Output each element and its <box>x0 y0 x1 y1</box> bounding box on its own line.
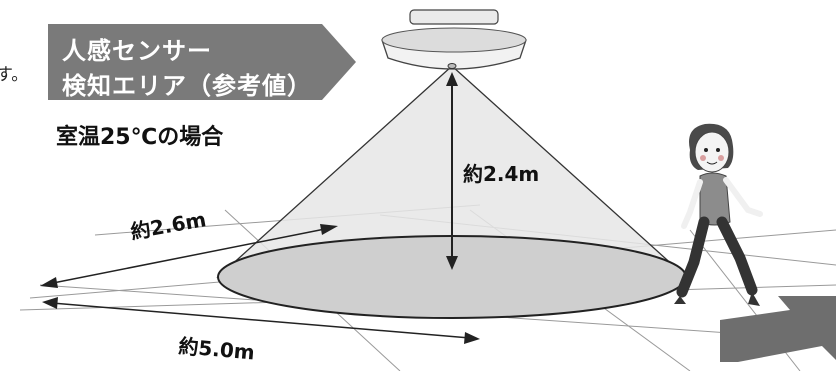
condition-label: 室温25℃の場合 <box>56 125 224 150</box>
person-walking-icon <box>674 123 763 306</box>
ceiling-light-icon <box>381 9 527 70</box>
height-label: 約2.4m <box>463 162 540 186</box>
banner-title-line2: 検知エリア（参考値） <box>62 72 312 100</box>
depth-arrow <box>42 297 480 344</box>
banner-background <box>48 24 356 100</box>
height-arrow <box>446 72 458 270</box>
banner-title-line1: 人感センサー <box>62 37 212 65</box>
width-arrow <box>40 224 338 288</box>
edge-text: す。 <box>0 65 29 85</box>
direction-arrow-icon <box>720 296 836 362</box>
